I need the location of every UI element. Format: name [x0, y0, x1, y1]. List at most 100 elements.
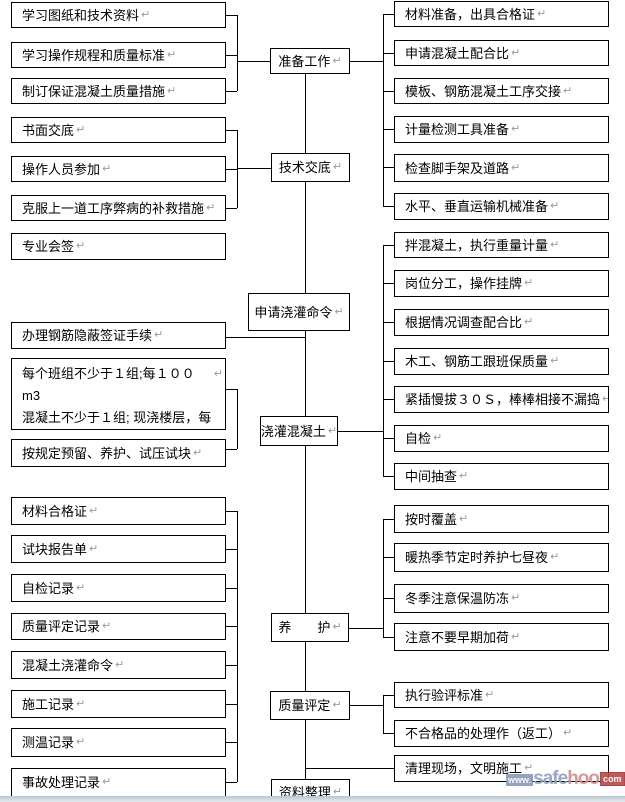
- task-label: 计量检测工具准备: [405, 122, 510, 137]
- task-label: 质量评定记录: [22, 619, 101, 634]
- paragraph-mark-icon: ↵: [76, 581, 86, 594]
- paragraph-mark-icon: ↵: [511, 630, 521, 643]
- task-box: 按规定预留、养护、试压试块↵: [11, 439, 226, 467]
- connector-line: [383, 14, 384, 206]
- connector-line: [226, 665, 237, 666]
- node-label: 养 护: [278, 620, 331, 635]
- connector-line: [383, 476, 394, 477]
- node-quality-assessment: 质量评定↵: [270, 691, 350, 720]
- paragraph-mark-icon: ↵: [76, 736, 86, 748]
- paragraph-mark-icon: ↵: [524, 762, 534, 774]
- connector-line: [383, 519, 394, 520]
- paragraph-mark-icon: ↵: [602, 392, 608, 407]
- paragraph-mark-icon: ↵: [332, 699, 342, 711]
- task-box: 克服上一道工序弊病的补救措施↵: [11, 195, 226, 221]
- node-curing: 养 护↵: [271, 613, 349, 642]
- task-box: 清理现场，文明施工↵: [394, 755, 609, 782]
- connector-line: [383, 695, 394, 696]
- paragraph-mark-icon: ↵: [89, 542, 99, 555]
- task-label: 克服上一道工序弊病的补救措施: [22, 200, 205, 216]
- connector-line: [383, 129, 394, 130]
- task-box: 拌混凝土，执行重量计量↵: [394, 232, 609, 258]
- paragraph-mark-icon: ↵: [115, 658, 125, 671]
- connector-line: [305, 642, 306, 691]
- paragraph-mark-icon: ↵: [563, 84, 573, 97]
- task-label: 按时覆盖: [405, 511, 458, 527]
- task-label: 清理现场，文明施工: [405, 761, 523, 776]
- task-label: 施工记录: [22, 696, 75, 712]
- paragraph-mark-icon: ↵: [76, 697, 86, 710]
- paragraph-mark-icon: ↵: [459, 512, 469, 525]
- task-label: 材料合格证: [22, 503, 88, 519]
- connector-line: [226, 55, 237, 56]
- connector-line: [383, 519, 384, 637]
- paragraph-mark-icon: ↵: [511, 592, 521, 604]
- connector-line: [226, 389, 237, 390]
- connector-line: [338, 431, 383, 432]
- task-box: 不合格品的处理作（返工）↵: [394, 720, 609, 747]
- paragraph-mark-icon: ↵: [332, 54, 342, 67]
- task-label: 操作人员参加: [22, 161, 101, 177]
- node-pour-concrete: 浇灌混凝土↵: [260, 416, 338, 446]
- task-box: 木工、钢筋工跟班保质量↵: [394, 348, 609, 375]
- paragraph-mark-icon: ↵: [524, 316, 534, 328]
- connector-line: [226, 169, 237, 170]
- task-box: 每个班组不少于１组;每１００m3 混凝土不少于１组; 现浇楼层，每 层不少于１组…: [11, 358, 226, 430]
- task-label: 学习操作规程和质量标准: [22, 47, 166, 63]
- connector-line: [226, 626, 237, 627]
- task-box: 申请混凝土配合比↵: [394, 40, 609, 66]
- task-label: 检查脚手架及道路: [405, 160, 510, 176]
- task-label: 按规定预留、养护、试压试块: [22, 445, 192, 461]
- paragraph-mark-icon: ↵: [102, 162, 112, 175]
- task-label: 混凝土浇灌命令: [22, 657, 114, 673]
- connector-line: [350, 705, 383, 706]
- task-box: 根据情况调查配合比↵: [394, 309, 609, 336]
- connector-line: [226, 91, 237, 92]
- paragraph-mark-icon: ↵: [167, 84, 177, 97]
- task-box: 制订保证混凝土质量措施↵: [11, 78, 226, 104]
- node-label: 准备工作: [278, 53, 331, 69]
- node-preparation: 准备工作↵: [270, 48, 350, 74]
- task-box: 注意不要早期加荷↵: [394, 623, 609, 651]
- paragraph-mark-icon: ↵: [550, 355, 560, 367]
- task-label: 学习图纸和技术资料: [22, 7, 140, 23]
- connector-line: [305, 331, 306, 416]
- task-label: 材料准备，出具合格证: [405, 6, 536, 22]
- paragraph-mark-icon: ↵: [102, 776, 112, 788]
- node-tech-briefing: 技术交底↵: [271, 153, 350, 182]
- paragraph-mark-icon: ↵: [332, 785, 343, 798]
- connector-line: [383, 245, 384, 476]
- task-label: 书面交底: [22, 122, 75, 138]
- task-box: 学习操作规程和质量标准↵: [11, 42, 226, 68]
- connector-line: [226, 208, 237, 209]
- paragraph-mark-icon: ↵: [563, 727, 573, 739]
- paragraph-mark-icon: ↵: [76, 240, 86, 252]
- paragraph-mark-icon: ↵: [327, 424, 338, 437]
- connector-line: [383, 733, 394, 734]
- connector-line: [237, 389, 238, 449]
- task-box: 测温记录↵: [11, 728, 226, 757]
- task-box: 事故处理记录↵: [11, 768, 226, 797]
- connector-line: [226, 511, 237, 512]
- paragraph-mark-icon: ↵: [141, 8, 151, 21]
- task-label: 试块报告单: [22, 541, 88, 557]
- node-label: 申请浇灌命令: [254, 304, 333, 320]
- connector-line: [226, 449, 237, 450]
- connector-line: [383, 695, 384, 733]
- task-box: 冬季注意保温防冻↵: [394, 584, 609, 613]
- watermark-www: www.: [506, 774, 534, 786]
- task-box: 办理钢筋隐蔽签证手续↵: [11, 322, 226, 349]
- connector-line: [226, 549, 237, 550]
- connector-line: [237, 61, 270, 62]
- task-label: 不合格品的处理作（返工）: [405, 726, 562, 741]
- task-box: 紧插慢拔３０Ｓ，棒棒相接不漏捣↵: [394, 386, 609, 413]
- paragraph-mark-icon: ↵: [332, 161, 343, 173]
- connector-line: [237, 168, 271, 169]
- task-box: 岗位分工，操作挂牌↵: [394, 270, 609, 297]
- task-label: 中间抽查: [405, 469, 458, 484]
- task-box: 中间抽查↵: [394, 463, 609, 490]
- connector-line: [383, 557, 394, 558]
- connector-line: [237, 130, 238, 208]
- connector-line: [383, 14, 394, 15]
- task-box: 材料准备，出具合格证↵: [394, 1, 609, 27]
